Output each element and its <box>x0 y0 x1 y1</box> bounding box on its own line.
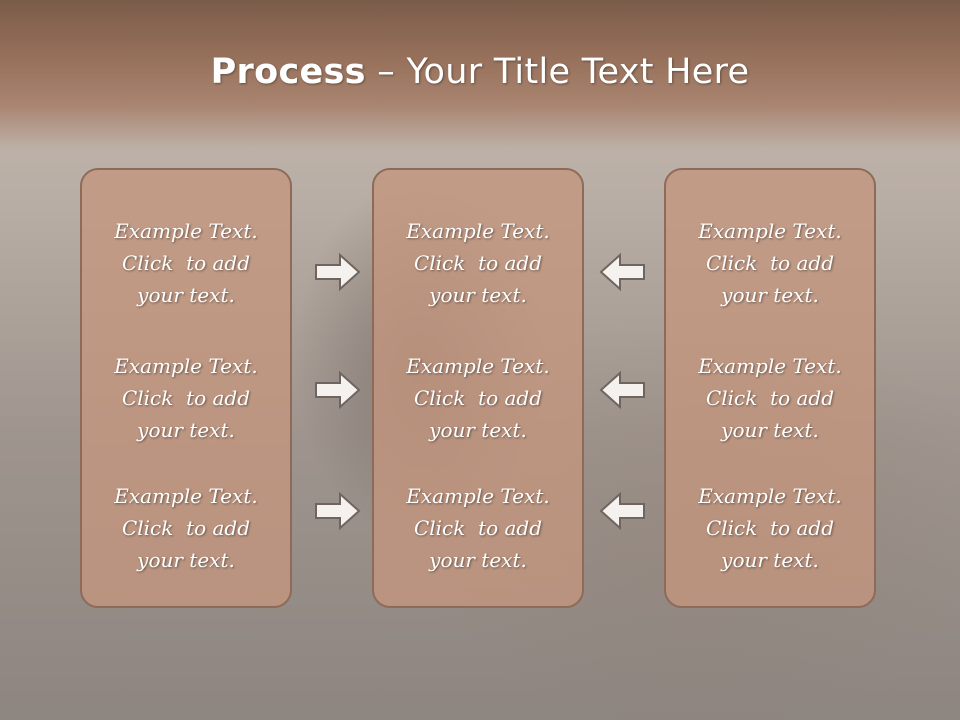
title-rest: – Your Title Text Here <box>365 52 750 92</box>
text-placeholder[interactable]: Example Text. Click to add your text. <box>114 354 258 442</box>
text-placeholder[interactable]: Example Text. Click to add your text. <box>698 484 842 572</box>
left-arrow-icon[interactable] <box>598 252 646 292</box>
title-bold: Process <box>210 52 366 92</box>
title-band <box>0 0 960 150</box>
process-panel-left: Example Text. Click to add your text. Ex… <box>80 168 292 608</box>
right-arrow-icon[interactable] <box>314 370 362 410</box>
text-placeholder[interactable]: Example Text. Click to add your text. <box>406 354 550 442</box>
text-placeholder[interactable]: Example Text. Click to add your text. <box>114 219 258 307</box>
process-panel-right: Example Text. Click to add your text. Ex… <box>664 168 876 608</box>
left-arrow-icon[interactable] <box>598 370 646 410</box>
text-placeholder[interactable]: Example Text. Click to add your text. <box>698 219 842 307</box>
text-placeholder[interactable]: Example Text. Click to add your text. <box>406 484 550 572</box>
left-arrow-icon[interactable] <box>598 491 646 531</box>
process-panel-middle: Example Text. Click to add your text. Ex… <box>372 168 584 608</box>
text-placeholder[interactable]: Example Text. Click to add your text. <box>114 484 258 572</box>
text-placeholder[interactable]: Example Text. Click to add your text. <box>406 219 550 307</box>
right-arrow-icon[interactable] <box>314 252 362 292</box>
slide-title[interactable]: Process – Your Title Text Here <box>0 52 960 92</box>
right-arrow-icon[interactable] <box>314 491 362 531</box>
text-placeholder[interactable]: Example Text. Click to add your text. <box>698 354 842 442</box>
